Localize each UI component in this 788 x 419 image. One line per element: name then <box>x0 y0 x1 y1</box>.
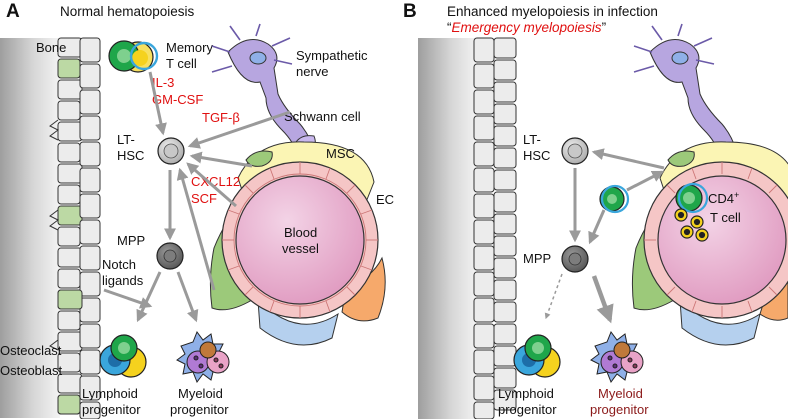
blood-vessel-label-2: vessel <box>282 241 319 256</box>
cd4-label: CD4+ <box>708 190 739 206</box>
myeloid-progenitor-icon <box>176 330 230 384</box>
scf-label: SCF <box>191 191 217 206</box>
nerve-cell-icon <box>211 23 316 157</box>
cd4-t-cell-icon <box>675 182 709 214</box>
lt-hsc-label-1-b: LT- <box>523 132 541 147</box>
tgfb-label: TGF-β <box>202 110 240 125</box>
mpp-label-a: MPP <box>117 233 145 248</box>
myeloid-progenitor-label-1-a: Myeloid <box>178 386 223 401</box>
memory-t-cell-label-2: T cell <box>166 56 197 71</box>
lt-hsc-icon-b <box>561 137 589 165</box>
myeloid-progenitor-icon-b <box>590 330 644 384</box>
lymphoid-progenitor-label-2-a: progenitor <box>82 402 141 417</box>
lymphoid-dashed-arrow <box>544 273 563 320</box>
bone-lining-cells <box>49 37 101 419</box>
bone-tissue <box>0 38 60 418</box>
myeloid-progenitor-label-1-b: Myeloid <box>598 386 643 401</box>
panel-a-arrows <box>103 71 291 323</box>
panel-a: A Normal hematopoiesis <box>0 1 394 419</box>
lt-hsc-label-2-b: HSC <box>523 148 550 163</box>
schwann-cell-label: Schwann cell <box>284 109 361 124</box>
blood-vessel-label-1: Blood <box>284 225 317 240</box>
notch-ligands-label-2: ligands <box>102 273 144 288</box>
bone-tissue-b <box>418 38 478 419</box>
lymphoid-progenitor-label-1-a: Lymphoid <box>82 386 138 401</box>
memory-t-cell-icon <box>108 40 159 73</box>
lymphoid-progenitor-label-2-b: progenitor <box>498 402 557 417</box>
mpp-label-b: MPP <box>523 251 551 266</box>
osteoclast-label: Osteoclast <box>0 343 62 358</box>
lymphoid-progenitor-icon <box>99 334 147 378</box>
lt-hsc-icon <box>157 137 185 165</box>
mpp-icon <box>156 242 184 270</box>
lymphoid-progenitor-icon-b <box>513 334 561 378</box>
memory-t-cell-label-1: Memory <box>166 40 213 55</box>
lt-hsc-label-2: HSC <box>117 148 144 163</box>
panel-b: B Enhanced myelopoiesis in infection “Em… <box>403 1 788 419</box>
nerve-cell-icon-b <box>633 23 737 157</box>
panel-b-letter: B <box>403 1 417 22</box>
pathogen-icon <box>674 208 709 242</box>
msc-and-blood-vessel-b <box>631 141 788 346</box>
panel-a-title: Normal hematopoiesis <box>60 4 195 19</box>
myeloid-progenitor-label-2-b: progenitor <box>590 402 649 417</box>
panel-b-arrows <box>569 148 665 324</box>
bone-lining-cells-b <box>473 37 517 419</box>
recruited-t-cell-icon <box>599 184 630 214</box>
sympathetic-nerve-label-2: nerve <box>296 64 329 79</box>
lymphoid-progenitor-label-1-b: Lymphoid <box>498 386 554 401</box>
mpp-icon-b <box>561 245 589 273</box>
t-cell-label-b: T cell <box>710 210 741 225</box>
il3-label: IL-3 <box>152 75 174 90</box>
osteoblast-label: Osteoblast <box>0 363 63 378</box>
panel-b-title: Enhanced myelopoiesis in infection <box>447 4 658 19</box>
ec-label: EC <box>376 192 394 207</box>
bone-label: Bone <box>36 40 66 55</box>
panel-a-letter: A <box>6 1 20 22</box>
sympathetic-nerve-label-1: Sympathetic <box>296 48 368 63</box>
panel-b-subtitle: “Emergency myelopoiesis” <box>447 20 606 35</box>
msc-and-blood-vessel <box>209 141 386 346</box>
myeloid-progenitor-label-2-a: progenitor <box>170 402 229 417</box>
gmcsf-label: GM-CSF <box>152 92 203 107</box>
msc-label: MSC <box>326 146 355 161</box>
lt-hsc-label-1: LT- <box>117 132 135 147</box>
notch-ligands-label-1: Notch <box>102 257 136 272</box>
